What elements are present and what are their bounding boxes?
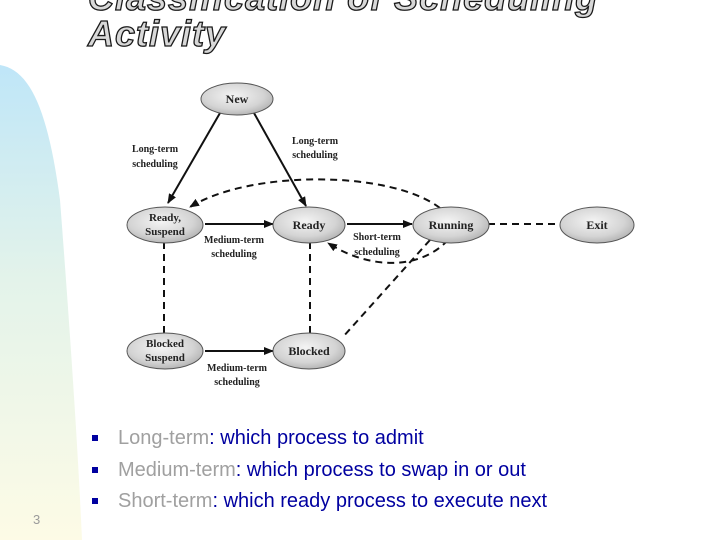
bullet-text: Long-term: which process to admit — [118, 425, 424, 451]
bullet-term: Long-term — [118, 427, 210, 449]
bullet-description: : which ready process to execute next — [212, 490, 548, 512]
edge-running-to-ready-suspend — [189, 178, 441, 209]
square-bullet-icon — [92, 498, 98, 504]
node-ready-suspend — [126, 206, 204, 244]
edge-label-long-term-right-1: Long-term — [292, 136, 339, 147]
node-blocked-suspend-label-1: Blocked — [146, 338, 184, 350]
node-blocked-label: Blocked — [288, 344, 330, 358]
edge-label-short-term-2: scheduling — [354, 247, 400, 258]
bullet-description: : which process to admit — [209, 427, 424, 449]
edge-label-long-term-right-2: scheduling — [292, 150, 338, 161]
edge-label-short-term-1: Short-term — [353, 232, 401, 243]
node-new — [200, 82, 274, 116]
bullet-text: Short-term: which ready process to execu… — [118, 488, 547, 514]
node-exit-label: Exit — [586, 218, 607, 232]
edge-running-to-blocked — [341, 239, 431, 339]
edge-label-medium-term-top-2: scheduling — [211, 249, 257, 260]
edge-new-to-ready-suspend — [167, 112, 221, 204]
node-ready-suspend-label-2: Suspend — [145, 226, 185, 238]
slide-number: 3 — [33, 512, 41, 527]
edge-label-long-term-left-1: Long-term — [132, 144, 179, 155]
bullet-text: Medium-term: which process to swap in or… — [118, 457, 526, 483]
node-running-label: Running — [429, 218, 474, 232]
node-ready — [272, 206, 346, 244]
node-blocked-suspend-label-2: Suspend — [145, 352, 185, 364]
edge-label-medium-term-bottom-2: scheduling — [214, 377, 260, 388]
bullet-term: Medium-term — [118, 458, 236, 481]
node-ready-suspend-label-1: Ready, — [149, 212, 181, 224]
node-exit — [559, 206, 635, 244]
edge-label-medium-term-bottom-1: Medium-term — [207, 363, 268, 374]
edge-label-long-term-left-2: scheduling — [132, 159, 178, 170]
node-ready-label: Ready — [293, 218, 326, 232]
node-new-label: New — [226, 92, 249, 106]
node-blocked — [272, 332, 346, 370]
node-running — [412, 206, 490, 244]
bullet-description: : which process to swap in or out — [235, 458, 526, 481]
edge-label-medium-term-top-1: Medium-term — [204, 235, 265, 246]
node-blocked-suspend — [126, 332, 204, 370]
square-bullet-icon — [92, 466, 98, 473]
slide-title-line-1: Classification of Scheduling — [87, 0, 598, 16]
bullet-term: Short-term — [118, 490, 213, 512]
edge-running-to-ready — [327, 239, 449, 264]
edge-new-to-ready — [253, 112, 307, 207]
square-bullet-icon — [92, 435, 98, 441]
slide-title-line-2: Activity — [87, 13, 227, 54]
